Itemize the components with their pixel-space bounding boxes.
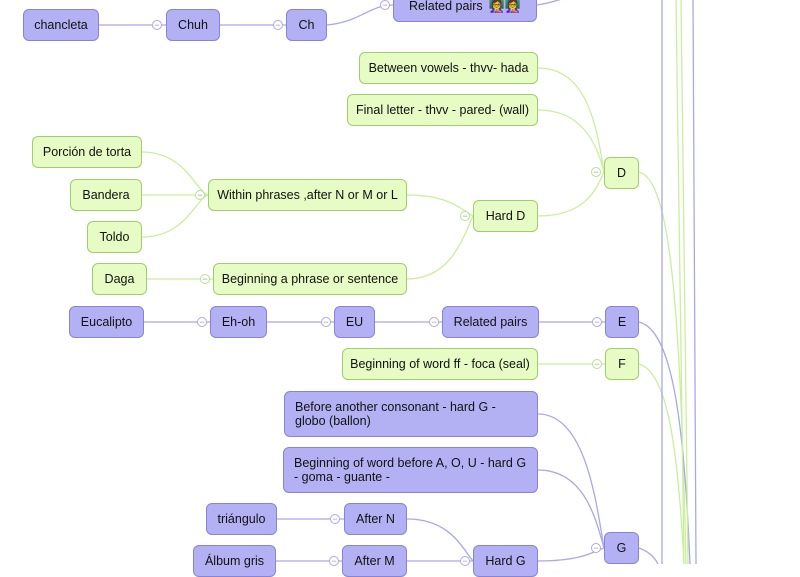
node-hard-d[interactable]: Hard D (473, 200, 538, 232)
node-related-pairs[interactable]: Related pairs (442, 306, 539, 338)
collapse-toggle[interactable]: − (152, 20, 162, 30)
collapse-toggle[interactable]: − (330, 514, 340, 524)
node-eucalipto[interactable]: Eucalipto (69, 306, 144, 338)
node-porcion-de-torta[interactable]: Porción de torta (32, 136, 142, 168)
connector-line (537, 413, 605, 549)
connector-line (680, 0, 689, 564)
collapse-toggle[interactable]: − (380, 0, 390, 10)
node-chuh[interactable]: Chuh (166, 9, 220, 41)
collapse-toggle[interactable]: − (195, 190, 205, 200)
node-bandera[interactable]: Bandera (70, 179, 142, 211)
connector-line (675, 0, 685, 564)
connector-line (406, 215, 474, 280)
node-hard-g[interactable]: Hard G (473, 545, 538, 577)
node-after-m[interactable]: After M (342, 545, 407, 577)
connector-line (406, 518, 474, 562)
connector-line (141, 151, 209, 196)
node-g[interactable]: G (604, 532, 639, 564)
node-eu[interactable]: EU (334, 306, 375, 338)
node-triangulo[interactable]: triángulo (206, 503, 277, 535)
collapse-toggle[interactable]: − (197, 317, 207, 327)
node-beginning-phrase[interactable]: Beginning a phrase or sentence (213, 263, 407, 295)
node-beginning-ff[interactable]: Beginning of word ff - foca (seal) (342, 348, 538, 380)
node-ch[interactable]: Ch (286, 9, 327, 41)
connector-line (638, 363, 685, 564)
node-album-gris[interactable]: Álbum gris (193, 545, 276, 577)
teacher-icon: 👩‍🏫👩‍🏫 (488, 0, 522, 13)
node-chancleta[interactable]: chancleta (23, 9, 99, 41)
connector-line (536, 0, 561, 6)
node-final-letter[interactable]: Final letter - thvv - pared- (wall) (347, 94, 538, 126)
collapse-toggle[interactable]: − (460, 556, 470, 566)
connector-line (638, 547, 659, 564)
connector-line (537, 469, 605, 549)
node-related-pairs-top[interactable]: Related pairs 👩‍🏫👩‍🏫 (393, 0, 537, 22)
node-before-aou[interactable]: Beginning of word before A, O, U - hard … (283, 447, 538, 493)
node-f[interactable]: F (605, 348, 639, 380)
collapse-toggle[interactable]: − (273, 20, 283, 30)
collapse-toggle[interactable]: − (591, 543, 601, 553)
node-after-n[interactable]: After N (344, 503, 407, 535)
collapse-toggle[interactable]: − (592, 317, 602, 327)
node-daga[interactable]: Daga (92, 263, 147, 295)
collapse-toggle[interactable]: − (200, 274, 210, 284)
connector-line (537, 171, 605, 217)
collapse-toggle[interactable]: − (591, 167, 601, 177)
node-before-consonant[interactable]: Before another consonant - hard G - glob… (284, 391, 538, 437)
node-within-phrases[interactable]: Within phrases ,after N or M or L (208, 179, 407, 211)
collapse-toggle[interactable]: − (329, 556, 339, 566)
node-e[interactable]: E (605, 306, 639, 338)
collapse-toggle[interactable]: − (592, 359, 602, 369)
collapse-toggle[interactable]: − (460, 211, 470, 221)
node-eh-oh[interactable]: Eh-oh (210, 306, 267, 338)
node-label: Related pairs (408, 0, 483, 13)
collapse-toggle[interactable]: − (429, 317, 439, 327)
connector-line (537, 547, 605, 562)
node-between-vowels[interactable]: Between vowels - thvv- hada (359, 52, 538, 84)
connector-line (692, 0, 697, 564)
connector-line (537, 109, 605, 173)
collapse-toggle[interactable]: − (321, 317, 331, 327)
node-toldo[interactable]: Toldo (87, 221, 142, 253)
connector-line (537, 67, 605, 173)
connector-line (141, 194, 209, 238)
node-d[interactable]: D (604, 157, 639, 189)
